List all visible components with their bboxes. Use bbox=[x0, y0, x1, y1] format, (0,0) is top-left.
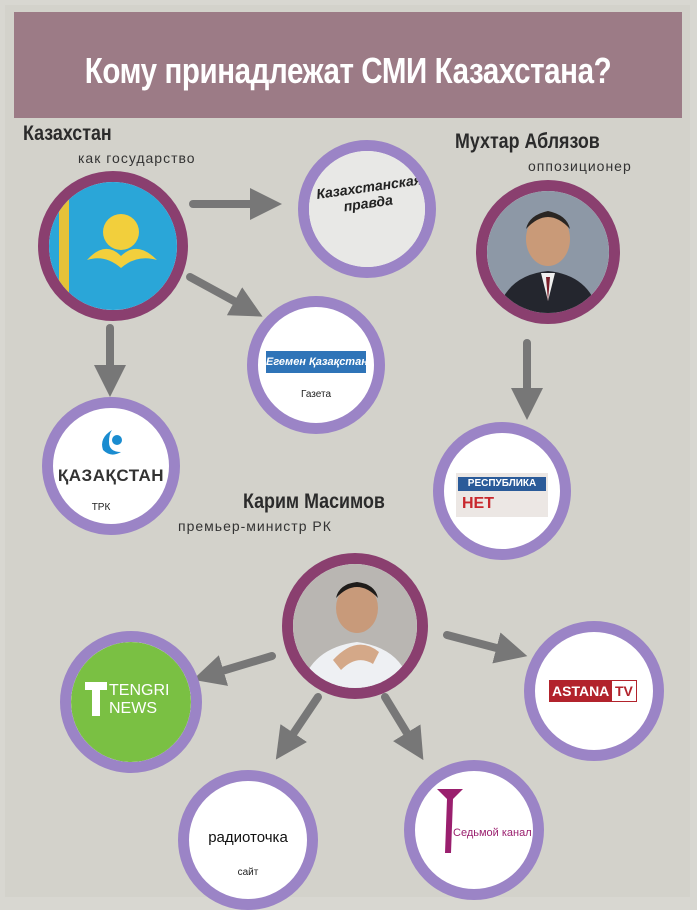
sedmoy-logo-icon bbox=[437, 789, 463, 853]
arrow-masimov-to-radio bbox=[275, 693, 322, 760]
astana-logo: ASTANA bbox=[549, 680, 613, 702]
owner-name-masimov: Карим Масимов bbox=[243, 490, 385, 513]
arrow-kz-to-egemen bbox=[186, 273, 263, 317]
owner-name-ablyazov: Мухтар Аблязов bbox=[455, 130, 600, 153]
page-title: Кому принадлежат СМИ Казахстана? bbox=[84, 50, 612, 91]
tengri-logo-line1: TENGRI bbox=[109, 682, 170, 699]
astana-tv-circle: ASTANA TV bbox=[524, 621, 664, 761]
respublika-headline: НЕТ bbox=[462, 495, 494, 512]
kazakhstan-trk-circle: ҚАЗАҚСТАН ТРК bbox=[42, 397, 180, 535]
radiotochka-logo: радиоточка bbox=[208, 829, 288, 846]
tengri-circle: TENGRI NEWS bbox=[60, 631, 202, 773]
portrait-icon bbox=[293, 564, 417, 688]
newspaper-image bbox=[309, 151, 425, 267]
ablyazov-portrait bbox=[476, 180, 620, 324]
arrow-masimov-to-astana bbox=[443, 631, 528, 664]
title-banner: Кому принадлежат СМИ Казахстана? bbox=[14, 12, 682, 118]
sedmoy-circle: Седьмой канал bbox=[404, 760, 544, 900]
owner-role-ablyazov: оппозиционер bbox=[528, 158, 632, 174]
owner-name-kazakhstan: Казахстан bbox=[23, 122, 112, 145]
sedmoy-logo: Седьмой канал bbox=[453, 827, 532, 839]
kazakhstan-flag-icon bbox=[49, 182, 177, 310]
trk-emblem-icon bbox=[102, 430, 122, 455]
radiotochka-circle: радиоточка сайт bbox=[178, 770, 318, 910]
kazpravda-circle: Казахстанская правда bbox=[298, 140, 436, 278]
radiotochka-caption: сайт bbox=[237, 867, 259, 878]
owner-role-kazakhstan: как государство bbox=[78, 150, 196, 166]
trk-logo: ҚАЗАҚСТАН bbox=[57, 466, 165, 485]
tengri-logo-line2: NEWS bbox=[109, 700, 157, 717]
masimov-portrait bbox=[282, 553, 428, 699]
owner-role-masimov: премьер-министр РК bbox=[178, 518, 332, 534]
arrow-masimov-to-sedmoy bbox=[381, 693, 424, 761]
trk-caption: ТРК bbox=[91, 502, 111, 513]
egemen-logo: Егемен Қазақстан bbox=[266, 351, 366, 373]
egemen-caption: Газета bbox=[300, 389, 332, 400]
respublika-logo: РЕСПУБЛИКА bbox=[458, 477, 546, 491]
kazakhstan-flag-circle bbox=[38, 171, 188, 321]
tengri-background bbox=[71, 642, 191, 762]
respublika-circle: РЕСПУБЛИКА НЕТ bbox=[433, 422, 571, 560]
arrow-masimov-to-tengri bbox=[192, 652, 276, 686]
astana-tv-badge: TV bbox=[611, 680, 637, 702]
tengri-t-icon bbox=[85, 682, 107, 716]
portrait-icon bbox=[487, 191, 609, 313]
egemen-circle: Егемен Қазақстан Газета bbox=[247, 296, 385, 434]
